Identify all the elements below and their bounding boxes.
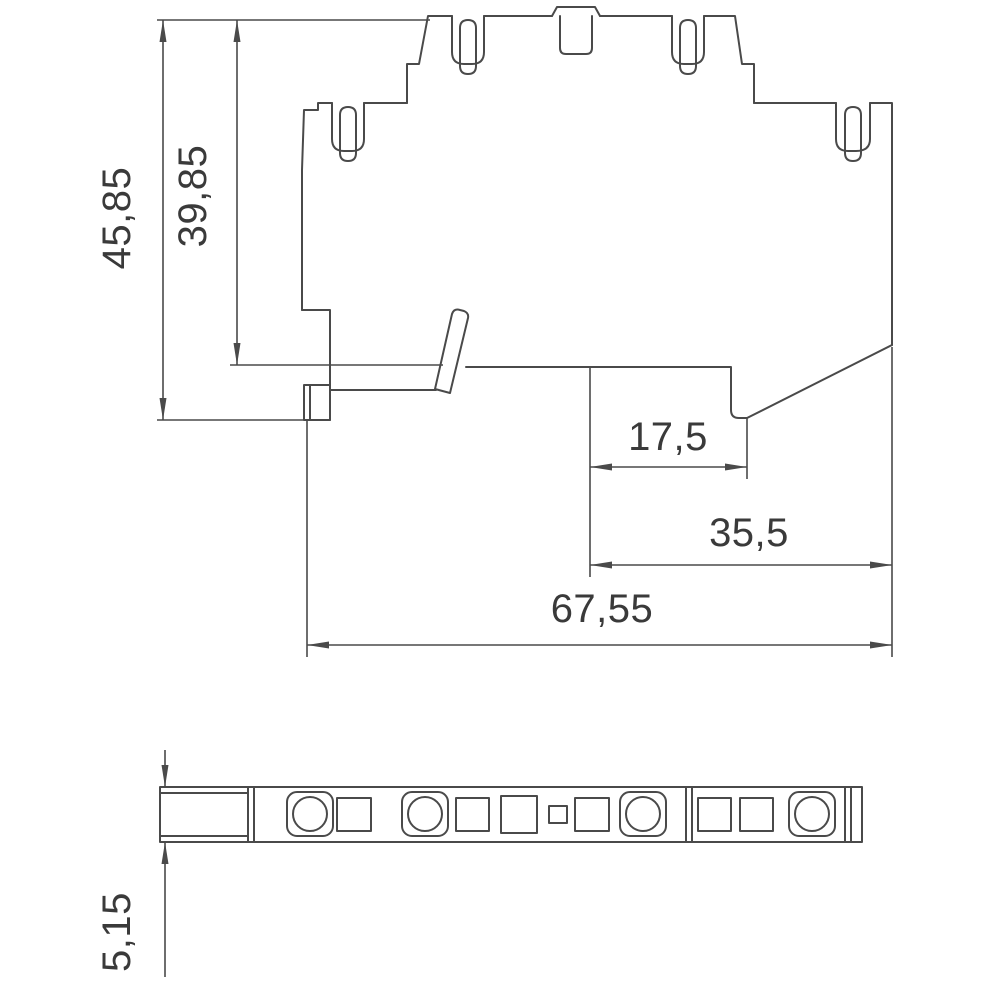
arrowhead <box>590 561 612 569</box>
center-channel <box>559 15 593 55</box>
strip-thickness-dim-label: 5,15 <box>95 892 139 972</box>
screw-hole <box>794 796 830 832</box>
profile-outline <box>869 102 893 346</box>
screw-housing <box>286 791 334 837</box>
strip-outline <box>159 786 863 843</box>
screw-hole <box>625 796 661 832</box>
square-opening <box>336 797 372 832</box>
upper-body-height-dim-label: 39,85 <box>171 145 215 248</box>
dimension-lines <box>157 19 893 977</box>
arrowhead <box>870 561 892 569</box>
arrowhead <box>725 463 747 471</box>
square-opening <box>455 797 490 832</box>
center-tab <box>551 6 601 17</box>
arrowhead <box>159 398 167 420</box>
terminal-funnel <box>339 106 357 162</box>
profile-outline <box>465 344 893 419</box>
arrowhead <box>161 765 169 787</box>
screw-housing <box>788 791 836 837</box>
arrowhead <box>233 20 241 42</box>
bottom-strip-view <box>159 786 863 843</box>
arrowhead <box>159 20 167 42</box>
profile-outline <box>703 15 755 104</box>
square-opening <box>500 795 538 834</box>
terminal-slot <box>331 102 365 152</box>
arrowhead <box>590 463 612 471</box>
screw-housing <box>619 791 667 837</box>
profile-outline <box>301 102 333 311</box>
terminal-funnel <box>679 19 697 75</box>
foot-to-right-edge-dim-label: 35,5 <box>709 511 789 555</box>
terminal-slot <box>671 15 705 65</box>
arrowhead <box>870 641 892 649</box>
release-lever <box>434 308 470 394</box>
arrowhead <box>307 641 329 649</box>
square-opening <box>697 797 732 832</box>
overall-height-dim-label: 45,85 <box>95 167 139 270</box>
screw-hole <box>292 796 328 832</box>
terminal-slot <box>451 15 485 65</box>
profile-outline <box>301 309 331 421</box>
profile-outline <box>406 15 453 104</box>
terminal-funnel <box>844 106 862 162</box>
terminal-funnel <box>459 19 477 75</box>
square-opening <box>739 797 774 832</box>
square-opening <box>574 797 610 832</box>
arrowhead <box>161 842 169 864</box>
arrowhead <box>233 343 241 365</box>
overall-width-dim-label: 67,55 <box>551 587 654 631</box>
screw-housing <box>401 791 449 837</box>
small-square-opening <box>548 805 568 824</box>
terminal-slot <box>835 102 871 152</box>
dimension-labels: 45,85 39,85 17,5 35,5 67,55 5,15 <box>95 145 789 972</box>
foot-to-center-dim-label: 17,5 <box>628 415 708 459</box>
screw-hole <box>407 796 443 832</box>
side-profile-view <box>301 6 893 421</box>
mounting-foot <box>303 384 331 421</box>
